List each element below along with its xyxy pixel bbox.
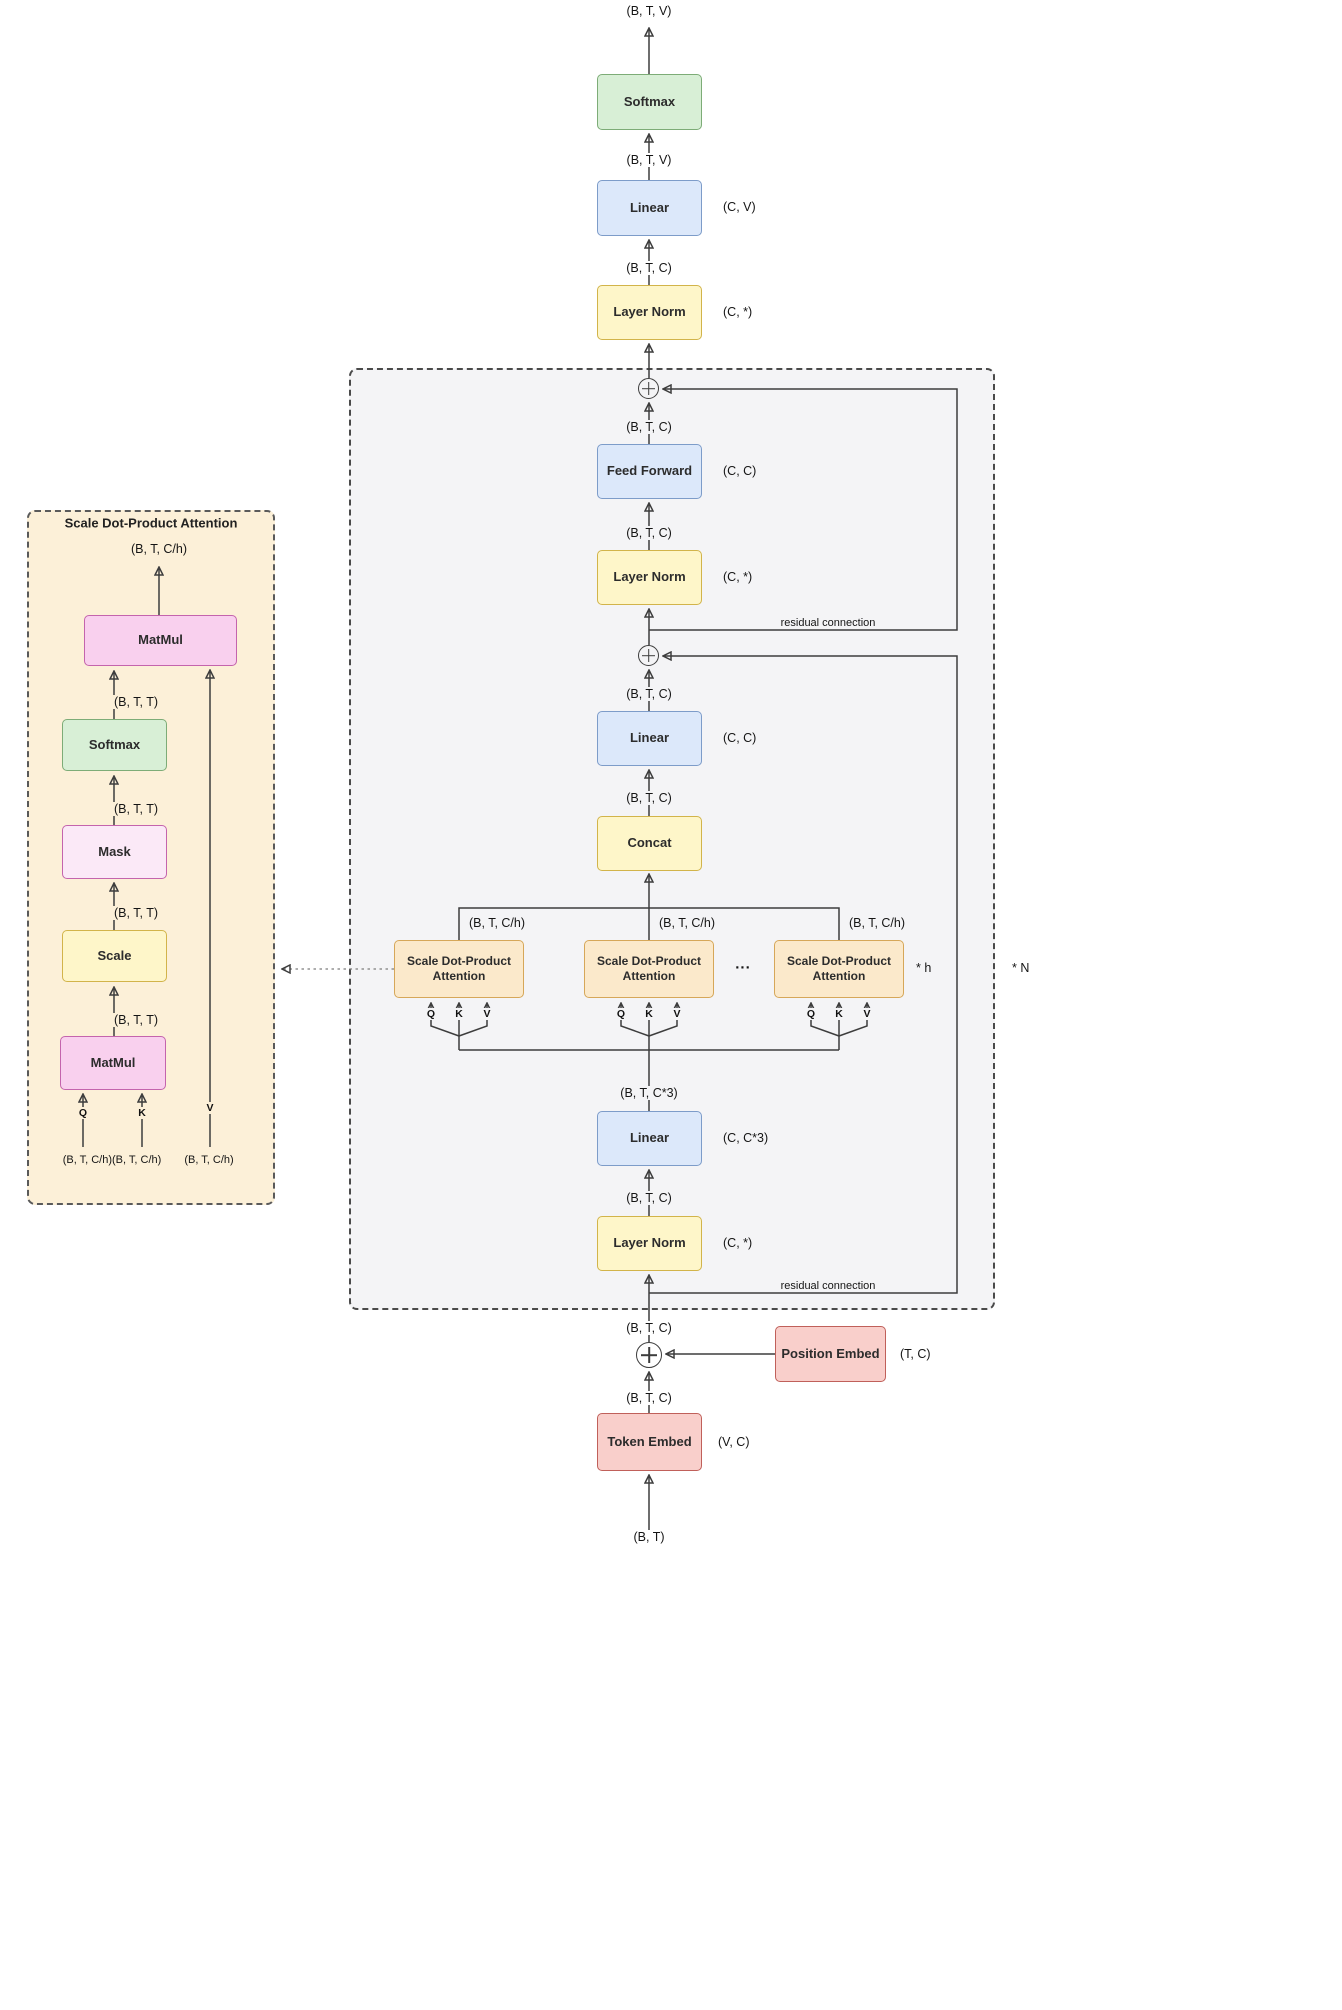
attention-head-3-box: Scale Dot-Product Attention [774, 940, 904, 998]
output-shape-label: (B, T, V) [623, 4, 675, 18]
shape-label: (B, T, C/h) [845, 916, 909, 930]
q-input-label: Q [424, 1008, 438, 1020]
softmax-output-box: Softmax [597, 74, 702, 130]
per-layer-multiplier-label: * N [1012, 961, 1030, 975]
shape-label: (B, T, C/h) [62, 1154, 112, 1166]
q-input-label: Q [76, 1107, 90, 1119]
weight-shape-label: (C, *) [723, 570, 753, 584]
layer-norm-output-box: Layer Norm [597, 285, 702, 340]
q-input-label: Q [804, 1008, 818, 1020]
k-input-label: K [643, 1008, 655, 1020]
layer-norm-1-box: Layer Norm [597, 1216, 702, 1271]
weight-shape-label: (C, *) [723, 305, 753, 319]
scale-box: Scale [62, 930, 167, 982]
shape-label: (B, T, C/h) [655, 916, 719, 930]
shape-label: (B, T, C/h) [127, 542, 191, 556]
attention-head-1-box: Scale Dot-Product Attention [394, 940, 524, 998]
shape-label: (B, T, C) [623, 420, 675, 434]
k-input-label: K [136, 1107, 148, 1119]
position-embed-box: Position Embed [775, 1326, 886, 1382]
matmul-output-box: MatMul [84, 615, 237, 666]
softmax-detail-box: Softmax [62, 719, 167, 771]
shape-label: (B, T, C/h) [465, 916, 529, 930]
weight-shape-label: (C, C) [723, 464, 757, 478]
shape-label: (B, T, C*3) [617, 1086, 681, 1100]
token-embed-box: Token Embed [597, 1413, 702, 1471]
shape-label: (B, T, C/h) [112, 1154, 162, 1166]
add-residual-1-node [638, 645, 659, 666]
feed-forward-box: Feed Forward [597, 444, 702, 499]
weight-shape-label: (C, *) [723, 1236, 753, 1250]
shape-label: (B, T, T) [111, 906, 161, 920]
shape-label: (B, T, V) [623, 153, 675, 167]
weight-shape-label: (C, V) [723, 200, 756, 214]
layer-norm-2-box: Layer Norm [597, 550, 702, 605]
k-input-label: K [453, 1008, 465, 1020]
residual-connection-label: residual connection [780, 1280, 876, 1292]
add-residual-2-node [638, 378, 659, 399]
v-shape-label: (B, T, C/h) [181, 1154, 237, 1166]
residual-connection-label: residual connection [780, 617, 876, 629]
v-input-label: V [671, 1008, 683, 1020]
shape-label: (B, T, C) [623, 1391, 675, 1405]
shape-label: (B, T, C) [623, 791, 675, 805]
k-input-label: K [833, 1008, 845, 1020]
input-shape-label: (B, T) [630, 1530, 668, 1544]
concat-box: Concat [597, 816, 702, 871]
shape-label: (B, T, T) [111, 695, 161, 709]
q-input-label: Q [614, 1008, 628, 1020]
shape-label: (B, T, C) [623, 1191, 675, 1205]
weight-shape-label: (V, C) [718, 1435, 750, 1449]
add-position-node [636, 1342, 662, 1368]
attention-head-2-box: Scale Dot-Product Attention [584, 940, 714, 998]
attention-detail-title: Scale Dot-Product Attention [64, 515, 238, 531]
linear-output-box: Linear [597, 180, 702, 236]
qk-shape-label: (B, T, C/h)(B, T, C/h) [59, 1154, 165, 1166]
linear-qkv-box: Linear [597, 1111, 702, 1166]
shape-label: (B, T, C) [623, 261, 675, 275]
linear-proj-box: Linear [597, 711, 702, 766]
shape-label: (B, T, T) [111, 1013, 161, 1027]
per-head-multiplier-label: * h [916, 961, 932, 975]
weight-shape-label: (C, C*3) [723, 1131, 769, 1145]
v-input-label: V [204, 1102, 216, 1114]
shape-label: (B, T, C) [623, 1321, 675, 1335]
matmul-qk-box: MatMul [60, 1036, 166, 1090]
shape-label: (B, T, T) [111, 802, 161, 816]
heads-ellipsis: ... [732, 955, 754, 973]
v-input-label: V [861, 1008, 873, 1020]
shape-label: (B, T, C) [623, 526, 675, 540]
weight-shape-label: (T, C) [900, 1347, 931, 1361]
v-input-label: V [481, 1008, 493, 1020]
shape-label: (B, T, C) [623, 687, 675, 701]
mask-box: Mask [62, 825, 167, 879]
weight-shape-label: (C, C) [723, 731, 757, 745]
